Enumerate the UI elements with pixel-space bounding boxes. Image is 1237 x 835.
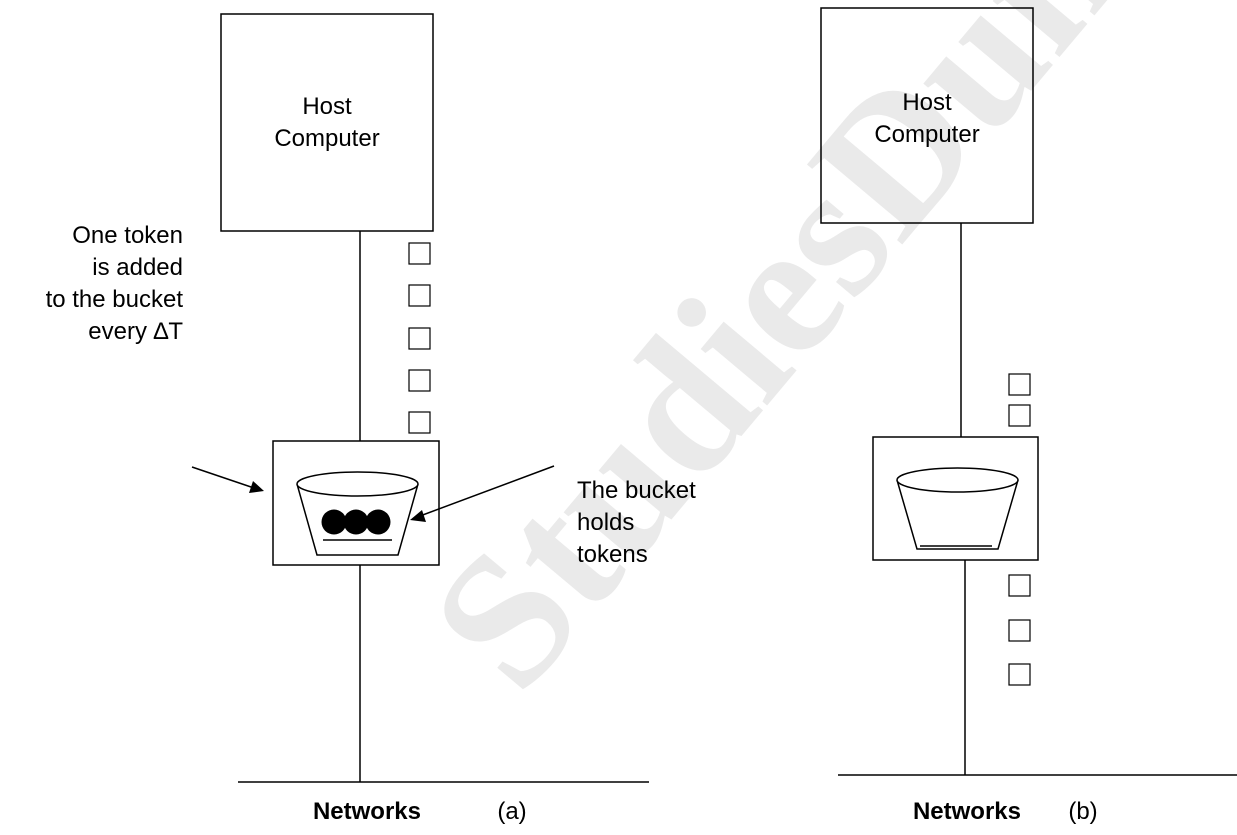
left-note-line4: every ∆T [88,318,183,345]
watermark: StudiesDuniya.com [391,0,1237,727]
bucket-body-b [896,479,1019,550]
bucket-rim-a [296,471,419,497]
packet-b-2 [1008,404,1031,427]
host-label-line2-b: Computer [874,121,979,148]
panel-tag-b: (b) [1068,798,1097,825]
packet-b-5 [1008,663,1031,686]
left-arrow-head [249,481,264,493]
host-label-line1-a: Host [302,93,352,120]
packet-a-4 [408,369,431,392]
bucket-body-a [296,483,419,556]
token-2 [343,509,369,535]
right-arrow-shaft [419,465,555,517]
bucket-box-b [872,436,1039,561]
right-note-line1: The bucket [577,477,696,504]
right-note-line3: tokens [577,541,648,568]
token-3 [365,509,391,535]
packet-a-1 [408,242,431,265]
right-arrow-head [410,510,426,522]
packet-a-3 [408,327,431,350]
left-note-line3: to the bucket [46,286,184,313]
panel-b: Host Computer Networks (b) [820,7,1237,825]
network-label-a: Networks [313,798,421,825]
packet-b-4 [1008,619,1031,642]
packet-a-2 [408,284,431,307]
packet-b-3 [1008,574,1031,597]
panel-tag-a: (a) [497,798,526,825]
left-arrow-shaft [191,466,255,489]
host-computer-box-a [220,13,434,232]
bucket-rim-b [896,467,1019,493]
panel-a: Host Computer Networks (a) One token is … [46,13,696,825]
right-note-line2: holds [577,509,634,536]
network-label-b: Networks [913,798,1021,825]
left-note-line2: is added [92,254,183,281]
host-label-line1-b: Host [902,89,952,116]
packet-b-1 [1008,373,1031,396]
host-label-line2-a: Computer [274,125,379,152]
left-note-line1: One token [72,222,183,249]
bucket-box-a [272,440,440,566]
token-1 [321,509,347,535]
packet-a-5 [408,411,431,434]
host-computer-box-b [820,7,1034,224]
